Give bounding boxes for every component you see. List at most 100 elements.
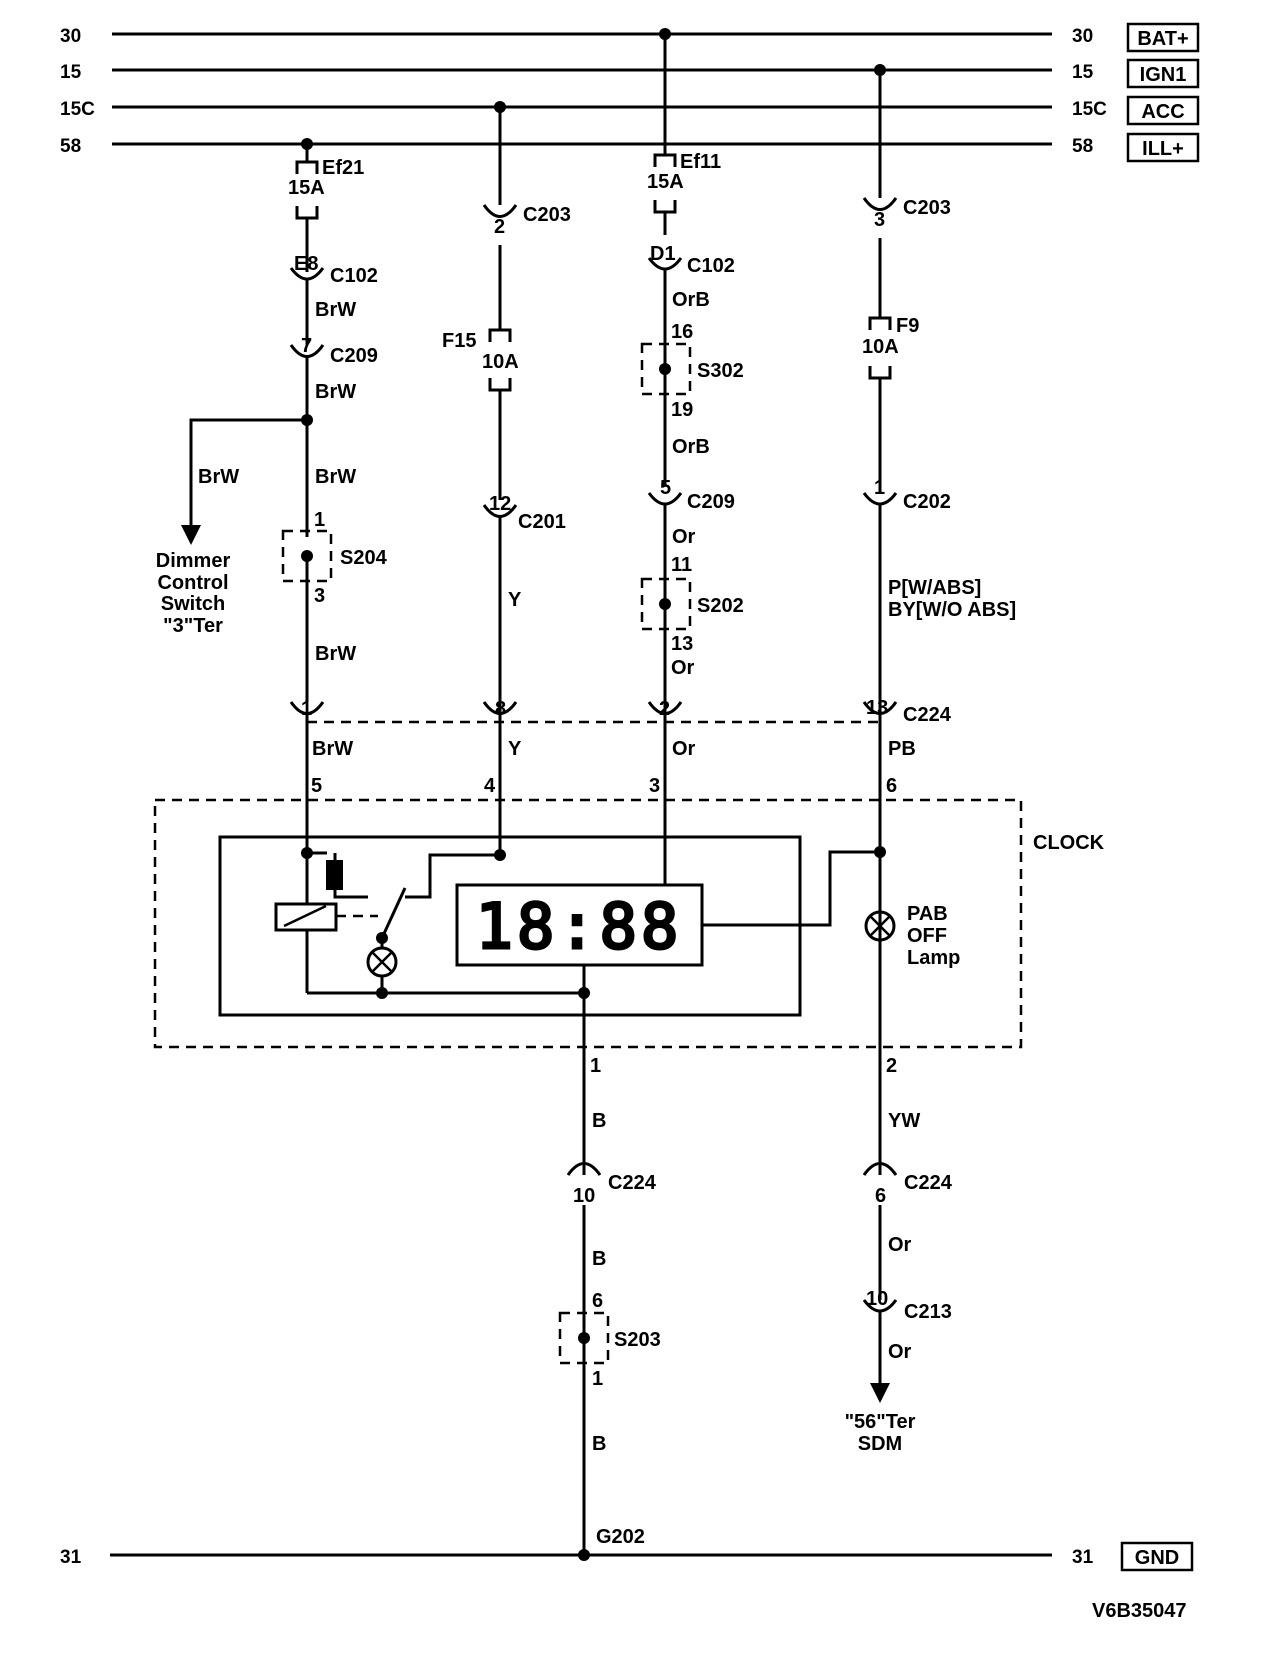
wire-segment	[702, 850, 880, 927]
connector-name: C203	[523, 204, 571, 226]
arrow-down-icon	[870, 1383, 890, 1403]
splice-dot	[578, 1332, 590, 1344]
fuse-rating: 15A	[647, 171, 684, 193]
rail-30-right-label: 30	[1072, 26, 1093, 47]
connector-arc	[862, 492, 898, 506]
dimmer-label-4: "3"Ter	[163, 615, 223, 637]
splice-pin: 1	[314, 509, 325, 531]
wire-color-label: OrB	[672, 436, 710, 458]
fuse-top-cap	[868, 316, 892, 330]
lamp-label-3: Lamp	[907, 947, 960, 969]
connector-arc	[289, 344, 325, 358]
junction-dot	[578, 987, 590, 999]
connector-name: C102	[330, 265, 378, 287]
connector-arc	[862, 701, 898, 715]
wire-color-label: BrW	[315, 643, 356, 665]
clock-display-digits: 18:88	[476, 890, 683, 963]
rail-31-left-label: 31	[60, 1547, 82, 1568]
wire-color-label: Y	[508, 589, 522, 611]
wire-color-label: Or	[672, 526, 696, 548]
connector-pin: 1	[874, 477, 885, 499]
connector-name: C203	[903, 197, 951, 219]
splice-pin: 6	[592, 1290, 603, 1312]
pab-lamp-icon	[864, 910, 896, 942]
rail-31-right-label: 31	[1072, 1547, 1094, 1568]
lamp-icon-cross	[371, 951, 393, 973]
connector-arc	[482, 701, 518, 715]
connector-name: C224	[608, 1172, 657, 1194]
fuse-name: Ef21	[322, 157, 364, 179]
dimmer-label-2: Control	[157, 572, 228, 594]
wire-color-label: B	[592, 1110, 606, 1132]
relay-coil-slash	[283, 904, 327, 928]
splice-dot	[659, 598, 671, 610]
lamp-icon-cross	[869, 915, 891, 937]
clock-pin: 5	[311, 775, 322, 797]
splice-box	[640, 342, 692, 396]
lamp-label-1: PAB	[907, 903, 948, 925]
diagram-id: V6B35047	[1092, 1600, 1187, 1622]
fuse-bottom-cap	[295, 206, 319, 220]
connector-pin: D1	[650, 243, 676, 265]
rail-15-tag-box	[1126, 58, 1200, 89]
junction-dot	[494, 849, 506, 861]
rail-15-tag: IGN1	[1140, 64, 1187, 86]
connector-name: C209	[330, 345, 378, 367]
connector-pin: 1	[301, 698, 312, 720]
junction-dot	[874, 846, 886, 858]
splice-pin: 3	[314, 585, 325, 607]
clock-pin: 3	[649, 775, 660, 797]
lamp-label-2: OFF	[907, 925, 947, 947]
relay-switch-contact	[380, 887, 407, 939]
wire-color-label: BrW	[315, 466, 356, 488]
connector-name: C213	[904, 1301, 952, 1323]
wire-color-label: Or	[888, 1234, 912, 1256]
junction-dot	[376, 987, 388, 999]
fuse-name: F9	[896, 315, 919, 337]
ground-junction-dot	[578, 1549, 590, 1561]
clock-module: CLOCK 18:88 PAB OFF Lamp	[153, 798, 1105, 1175]
wire-color-label: BrW	[198, 466, 239, 488]
wire-color-label: BrW	[312, 738, 353, 760]
splice-name: S302	[697, 360, 744, 382]
rail-30-tag: BAT+	[1137, 28, 1188, 50]
connector-arc	[482, 504, 518, 518]
splice-box	[640, 577, 692, 631]
connector-arc	[647, 257, 683, 271]
splice-pin: 11	[671, 554, 692, 576]
connector-name: C209	[687, 491, 735, 513]
wire-color-label: Y	[508, 738, 522, 760]
connector-name: C224	[903, 704, 952, 726]
branch-wire	[189, 418, 307, 527]
connector-arc	[289, 701, 325, 715]
fuse-bottom-cap	[653, 200, 677, 214]
wire-color-label: OrB	[672, 289, 710, 311]
rail-15c-right-label: 15C	[1072, 99, 1107, 120]
rail-15c-tag-box	[1126, 95, 1200, 126]
arrow-down-icon	[181, 525, 201, 545]
wire-color-label: BrW	[315, 381, 356, 403]
circuit-column-3: Ef11 15A D1 C102 OrB 16 S302 19 OrB 5 C2…	[640, 28, 744, 885]
connector-arc	[647, 492, 683, 506]
ground-name: G202	[596, 1526, 645, 1548]
rail-58-tag-box	[1126, 132, 1200, 163]
wire-color-label: P[W/ABS]	[888, 577, 981, 599]
splice-name: S204	[340, 547, 388, 569]
fuse-rating: 10A	[482, 351, 519, 373]
connector-arc	[862, 197, 898, 211]
rail-31-tag-box	[1120, 1541, 1194, 1572]
clock-dashed-boundary	[153, 798, 1023, 1049]
wire-segment	[333, 890, 368, 899]
connector-arc	[862, 1162, 898, 1176]
rail-15c-left-label: 15C	[60, 99, 95, 120]
splice-pin: 19	[671, 399, 693, 421]
splice-name: S202	[697, 595, 744, 617]
wire-color-label: PB	[888, 738, 916, 760]
connector-pin: 2	[659, 698, 670, 720]
dimmer-label-1: Dimmer	[156, 550, 231, 572]
connector-arc	[647, 701, 683, 715]
clock-pin: 2	[886, 1055, 897, 1077]
connector-name: C102	[687, 255, 735, 277]
sdm-dest-label-1: "56"Ter	[845, 1411, 916, 1433]
splice-dot	[659, 363, 671, 375]
